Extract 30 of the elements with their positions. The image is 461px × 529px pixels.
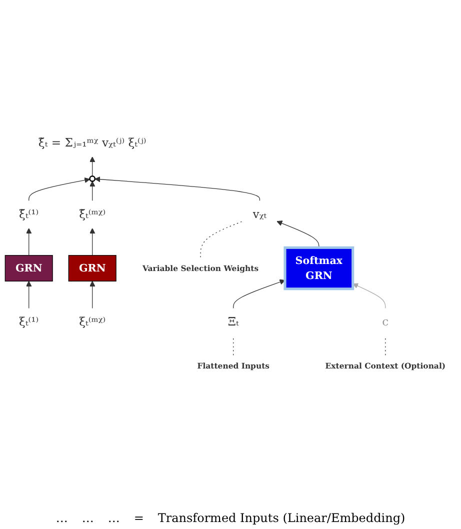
node-text: vᵪₜ <box>252 208 267 222</box>
node-box: Softmax GRN <box>284 246 354 291</box>
diagram-label: … <box>56 511 68 525</box>
node-text: ξₜ⁽ᵐᵡ⁾ <box>79 316 106 330</box>
arrow <box>90 228 96 256</box>
diagram-label: … <box>82 511 94 525</box>
node-text: ξ̃ₜ⁽¹⁾ <box>19 208 39 222</box>
arrow <box>26 228 32 256</box>
diagram-label: Transformed Inputs (Linear/Embedding) <box>158 511 406 525</box>
node-circle <box>89 176 96 182</box>
node-box: GRN <box>68 255 116 282</box>
node-text: c <box>382 316 389 330</box>
node-text: ξ̃ₜ⁽ᵐᵡ⁾ <box>79 208 106 222</box>
node-box: GRN <box>4 255 53 282</box>
arrow <box>90 156 96 177</box>
arrow <box>94 176 260 202</box>
node-text: ξ̃ₜ = Σⱼ₌₁ᵐᵡ vᵪₜ⁽ʲ⁾ ξₜ⁽ʲ⁾ <box>38 136 146 150</box>
diagram-label: = <box>134 511 144 525</box>
arrow <box>90 181 96 202</box>
arrow <box>233 280 286 309</box>
arrow <box>90 281 96 309</box>
connector <box>385 336 386 356</box>
node-text: Ξₜ <box>228 316 239 330</box>
node-text: ξₜ⁽¹⁾ <box>19 316 39 330</box>
arrow <box>26 281 32 309</box>
connector <box>233 336 234 356</box>
arrow <box>276 220 320 248</box>
diagram-label: … <box>108 511 120 525</box>
arrow <box>352 284 386 309</box>
arrow <box>28 178 90 202</box>
